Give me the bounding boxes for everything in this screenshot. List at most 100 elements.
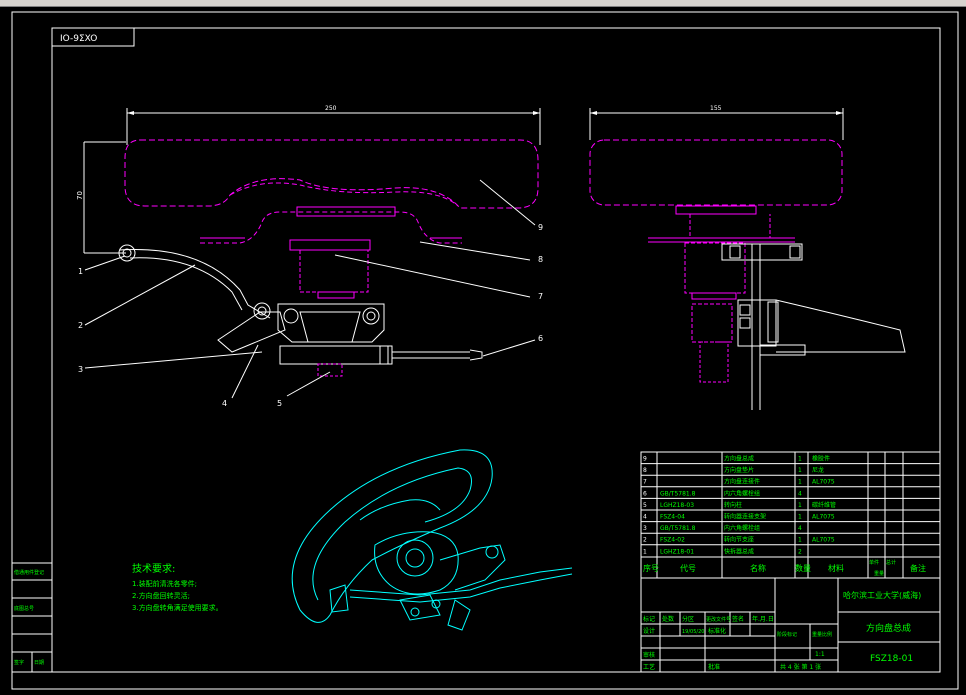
side-cell-3: 底图总号 [14, 605, 34, 612]
bom-name: 方向盘总成 [724, 455, 754, 463]
tb-drawing-name: 方向盘总成 [866, 622, 911, 634]
tb-check: 审核 [643, 651, 655, 659]
bom-name: 转向器连接支架 [724, 513, 766, 521]
bom-code: GB/T5781.8 [660, 525, 696, 532]
tb-count: 处数 [662, 615, 674, 623]
side-view: 155 [589, 105, 906, 410]
outer-frame [11, 11, 959, 690]
bom-code: LGHZ18-03 [660, 502, 694, 509]
bom-no: 2 [643, 537, 647, 544]
callout-3: 3 [78, 365, 83, 374]
dim-front-width: 250 [325, 105, 337, 112]
tb-date: 年.月.日 [752, 615, 774, 623]
title-tag: IO-9ΣXO [60, 34, 97, 44]
side-cell-5: 签字 [14, 659, 24, 666]
bom-no: 9 [643, 456, 647, 463]
bom-name: 内六角螺栓组 [724, 524, 760, 532]
bom-no: 3 [643, 525, 647, 532]
tb-zone: 分区 [682, 615, 694, 623]
bom-qty: 1 [798, 514, 802, 521]
tb-scale-label: 比例 [822, 631, 832, 638]
tech-item-1: 1.装配前清洗各零件; [132, 579, 197, 588]
isometric-view [291, 449, 573, 631]
bom-qty: 4 [798, 525, 802, 532]
tech-title: 技术要求: [132, 562, 175, 575]
bom-name: 方向盘垫片 [724, 466, 754, 474]
tb-design: 设计 [643, 627, 655, 635]
bom-name: 快拆器总成 [724, 547, 754, 555]
callout-2: 2 [78, 321, 83, 330]
side-cell-1: 借通用件登记 [14, 569, 44, 576]
tb-designer: 19/05/20 [682, 629, 704, 635]
tb-craft: 工艺 [643, 663, 655, 671]
tb-drawing-no: FSZ18-01 [870, 654, 913, 664]
bom-h-weight: 重量 [874, 570, 884, 577]
dim-height: 70 [76, 191, 84, 200]
bom-material: 尼龙 [812, 466, 824, 474]
callout-6: 6 [538, 334, 543, 343]
bom-material: 橡胶件 [812, 455, 830, 463]
bom-code: LGHZ18-01 [660, 548, 694, 555]
bom-qty: 2 [798, 548, 802, 555]
title-tag-box [51, 27, 135, 47]
tb-school: 哈尔滨工业大学(威海) [843, 590, 921, 600]
bom-qty: 1 [798, 467, 802, 474]
tb-sign: 签名 [732, 615, 744, 623]
bom-name: 内六角螺栓组 [724, 489, 760, 497]
bom-qty: 4 [798, 490, 802, 497]
tb-sheets: 共 4 张 第 1 张 [780, 663, 821, 671]
callout-1: 1 [78, 267, 83, 276]
side-table: 借通用件登记 底图总号 签字 日期 [11, 562, 53, 673]
tech-requirements: 技术要求: 1.装配前清洗各零件; 2.方向盘回转灵活; 3.方向盘转角满足使用… [132, 562, 223, 612]
bom-material: AL7075 [812, 537, 835, 544]
bom-h-total: 总计 [886, 559, 896, 566]
bom-code: GB/T5781.8 [660, 490, 696, 497]
bom-no: 6 [643, 490, 647, 497]
bom-no: 8 [643, 467, 647, 474]
side-cell-6: 日期 [34, 660, 44, 666]
bom-h-mat: 材料 [828, 563, 844, 573]
callout-7: 7 [538, 292, 543, 301]
bom-h-unit: 单件 [869, 559, 879, 566]
bom-h-name: 名称 [750, 563, 766, 573]
bom-name: 转向节支座 [724, 536, 754, 544]
bom-no: 1 [643, 548, 647, 555]
window-tabbar [0, 0, 966, 7]
bom-no: 7 [643, 479, 647, 486]
tech-item-3: 3.方向盘转角满足使用要求。 [132, 603, 223, 612]
tb-weight: 重量 [812, 631, 822, 638]
cad-drawing: IO-9ΣXO 250 70 [11, 11, 959, 690]
bom-no: 5 [643, 502, 647, 509]
callout-4: 4 [222, 399, 227, 408]
bom-no: 4 [643, 514, 647, 521]
tb-std: 标准化 [708, 627, 726, 635]
bom-material: AL7075 [812, 514, 835, 521]
tb-scale: 1:1 [815, 651, 825, 658]
callout-5: 5 [277, 399, 282, 408]
bom-qty: 1 [798, 479, 802, 486]
bom-qty: 1 [798, 456, 802, 463]
title-block: 序号 代号 名称 数量 材料 单件 总计 重量 备注 标记 处数 分区 更改文件… [640, 451, 941, 673]
bom-material: AL7075 [812, 479, 835, 486]
inner-frame [51, 27, 941, 673]
bom-h-code: 代号 [680, 563, 696, 573]
bom-code: FSZ4-04 [660, 514, 685, 521]
bom-h-note: 备注 [910, 563, 926, 573]
callout-8: 8 [538, 255, 543, 264]
bom-material: 碳纤维管 [812, 501, 836, 509]
bom-h-qty: 数量 [795, 563, 811, 573]
callout-9: 9 [538, 223, 543, 232]
tb-approve: 批准 [708, 663, 720, 671]
tb-mark: 标记 [643, 615, 655, 623]
bom-name: 转向柱 [724, 501, 742, 509]
tb-change: 更改文件号 [706, 616, 731, 623]
dim-side-width: 155 [710, 105, 722, 112]
tb-stage: 阶段标记 [777, 631, 797, 638]
bom-qty: 1 [798, 537, 802, 544]
front-view: 250 70 [76, 105, 543, 408]
bom-qty: 1 [798, 502, 802, 509]
bom-h-no: 序号 [643, 563, 659, 573]
bom-code: FSZ4-02 [660, 537, 685, 544]
tech-item-2: 2.方向盘回转灵活; [132, 591, 190, 600]
bom-name: 方向盘连接件 [724, 478, 760, 486]
